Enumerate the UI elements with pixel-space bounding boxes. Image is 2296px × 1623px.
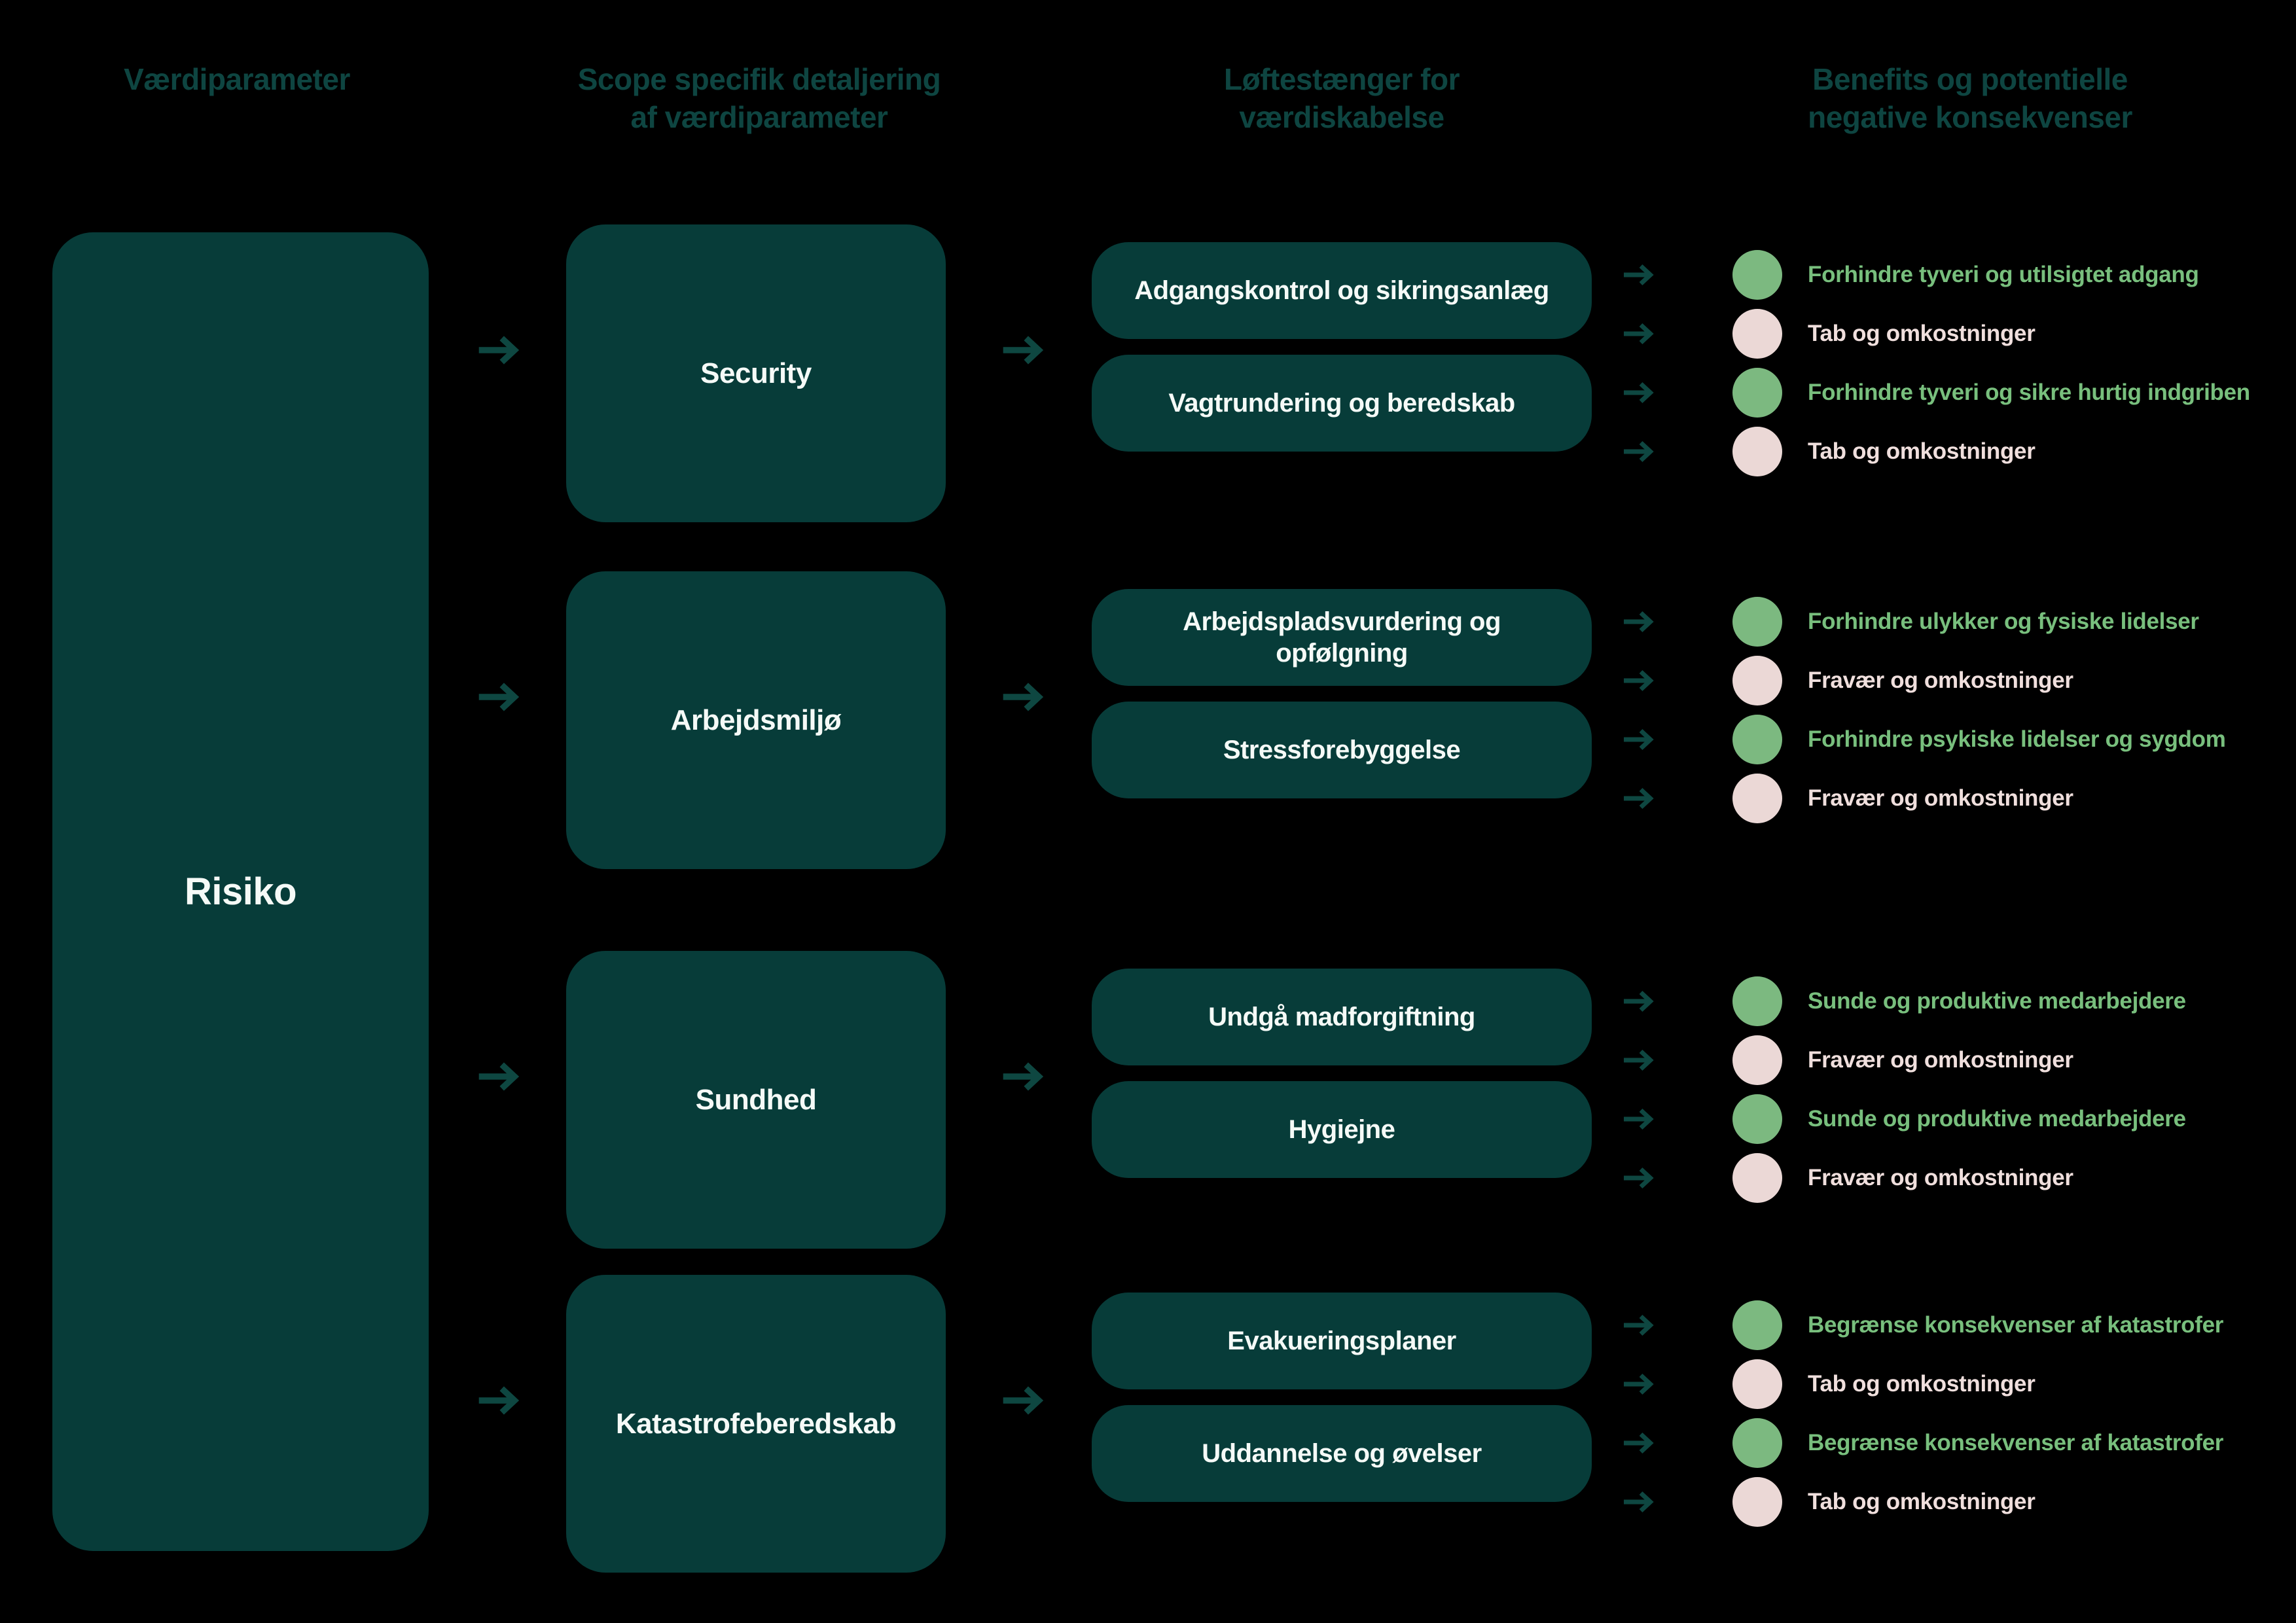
lever-label: Arbejdspladsvurdering og opfølgning: [1183, 607, 1501, 668]
benefit-dot-negative: [1732, 656, 1782, 705]
benefit-dot-positive: [1732, 368, 1782, 418]
scope-box-arbejdsmiljo: Arbejdsmiljø: [566, 571, 946, 869]
scope-label: Sundhed: [695, 1083, 817, 1116]
benefit-dot-positive: [1732, 597, 1782, 647]
arrow-right-icon: [1624, 1108, 1654, 1130]
benefit-dot-negative: [1732, 1035, 1782, 1085]
lever-pill: Adgangskontrol og sikringsanlæg: [1092, 242, 1592, 339]
lever-label: Adgangskontrol og sikringsanlæg: [1134, 276, 1549, 305]
scope-box-sundhed: Sundhed: [566, 951, 946, 1249]
benefit-label: Tab og omkostninger: [1808, 321, 2036, 346]
benefit-label: Fravær og omkostninger: [1808, 785, 2073, 811]
arrow-right-icon: [1624, 440, 1654, 463]
lever-label: Uddannelse og øvelser: [1202, 1439, 1482, 1468]
lever-label: Hygiejne: [1288, 1115, 1395, 1144]
arrow-right-icon: [1624, 728, 1654, 751]
benefit-label: Fravær og omkostninger: [1808, 1165, 2073, 1190]
benefit-dot-positive: [1732, 250, 1782, 300]
header-line: Værdiparameter: [124, 62, 350, 96]
arrow-right-icon: [1624, 1432, 1654, 1454]
benefit-label: Forhindre psykiske lidelser og sygdom: [1808, 726, 2226, 752]
benefit-label: Begrænse konsekvenser af katastrofer: [1808, 1312, 2224, 1338]
benefit-dot-negative: [1732, 309, 1782, 359]
benefit-label: Sunde og produktive medarbejdere: [1808, 988, 2186, 1014]
benefit-dot-positive: [1732, 976, 1782, 1026]
lever-pill: Undgå madforgiftning: [1092, 969, 1592, 1065]
lever-label: Undgå madforgiftning: [1208, 1003, 1475, 1031]
benefit-label: Forhindre ulykker og fysiske lidelser: [1808, 609, 2199, 634]
lever-label: Evakueringsplaner: [1227, 1327, 1456, 1355]
lever-pill: Evakueringsplaner: [1092, 1293, 1592, 1389]
benefit-label: Fravær og omkostninger: [1808, 1047, 2073, 1073]
benefit-label: Forhindre tyveri og utilsigtet adgang: [1808, 262, 2199, 287]
arrow-right-icon: [1003, 1386, 1044, 1415]
arrow-right-icon: [1624, 1373, 1654, 1395]
header-line: af værdiparameter: [630, 100, 888, 134]
benefit-label: Forhindre tyveri og sikre hurtig indgrib…: [1808, 380, 2250, 405]
arrow-right-icon: [1624, 382, 1654, 404]
arrow-right-icon: [1624, 264, 1654, 286]
lever-pill: Uddannelse og øvelser: [1092, 1405, 1592, 1502]
scope-label: Katastrofeberedskab: [615, 1407, 897, 1440]
arrow-right-icon: [1624, 1049, 1654, 1071]
arrow-right-icon: [478, 1386, 520, 1415]
arrow-right-icon: [1624, 669, 1654, 692]
lever-pill: Vagtrundering og beredskab: [1092, 355, 1592, 452]
scope-label: Arbejdsmiljø: [670, 704, 842, 736]
lever-pill: Stressforebyggelse: [1092, 702, 1592, 798]
arrow-right-icon: [1624, 787, 1654, 810]
header-line: Løftestænger for: [1224, 62, 1460, 96]
risiko-label: Risiko: [184, 870, 297, 913]
lever-label: Stressforebyggelse: [1223, 736, 1461, 764]
risiko-box: Risiko: [52, 232, 429, 1551]
arrow-right-icon: [1624, 990, 1654, 1012]
scope-box-katastrofeberedskab: Katastrofeberedskab: [566, 1275, 946, 1573]
benefit-label: Tab og omkostninger: [1808, 438, 2036, 464]
column-header-vaerdiparameter: Værdiparameter: [8, 60, 466, 98]
benefit-dot-negative: [1732, 774, 1782, 823]
arrow-right-icon: [1003, 683, 1044, 711]
benefit-dot-positive: [1732, 1300, 1782, 1350]
scope-label: Security: [700, 357, 812, 389]
benefit-label: Fravær og omkostninger: [1808, 668, 2073, 693]
column-header-loeftestaenger: Løftestænger for værdiskabelse: [1113, 60, 1571, 136]
arrow-right-icon: [478, 683, 520, 711]
arrow-right-icon: [1624, 323, 1654, 345]
arrow-right-icon: [1624, 611, 1654, 633]
benefit-dot-positive: [1732, 715, 1782, 764]
arrow-right-icon: [1624, 1491, 1654, 1513]
benefit-label: Begrænse konsekvenser af katastrofer: [1808, 1430, 2224, 1455]
column-header-scope-detaljering: Scope specifik detaljering af værdiparam…: [530, 60, 988, 136]
arrow-right-icon: [1003, 1062, 1044, 1091]
arrow-right-icon: [478, 1062, 520, 1091]
benefit-dot-positive: [1732, 1418, 1782, 1468]
benefit-label: Tab og omkostninger: [1808, 1371, 2036, 1397]
column-header-benefits: Benefits og potentielle negative konsekv…: [1741, 60, 2199, 136]
benefit-label: Tab og omkostninger: [1808, 1489, 2036, 1514]
benefit-dot-negative: [1732, 1153, 1782, 1203]
benefit-dot-negative: [1732, 1477, 1782, 1527]
header-line: Scope specifik detaljering: [577, 62, 941, 96]
scope-box-security: Security: [566, 224, 946, 522]
lever-label: Vagtrundering og beredskab: [1168, 389, 1515, 418]
benefit-dot-negative: [1732, 1359, 1782, 1409]
arrow-right-icon: [478, 336, 520, 365]
benefit-dot-positive: [1732, 1094, 1782, 1144]
lever-pill: Arbejdspladsvurdering og opfølgning: [1092, 589, 1592, 686]
lever-pill: Hygiejne: [1092, 1081, 1592, 1178]
arrow-right-icon: [1003, 336, 1044, 365]
header-line: værdiskabelse: [1239, 100, 1444, 134]
header-line: Benefits og potentielle: [1812, 62, 2128, 96]
arrow-right-icon: [1624, 1167, 1654, 1189]
arrow-right-icon: [1624, 1314, 1654, 1336]
header-line: negative konsekvenser: [1808, 100, 2132, 134]
benefit-dot-negative: [1732, 427, 1782, 476]
benefit-label: Sunde og produktive medarbejdere: [1808, 1106, 2186, 1132]
